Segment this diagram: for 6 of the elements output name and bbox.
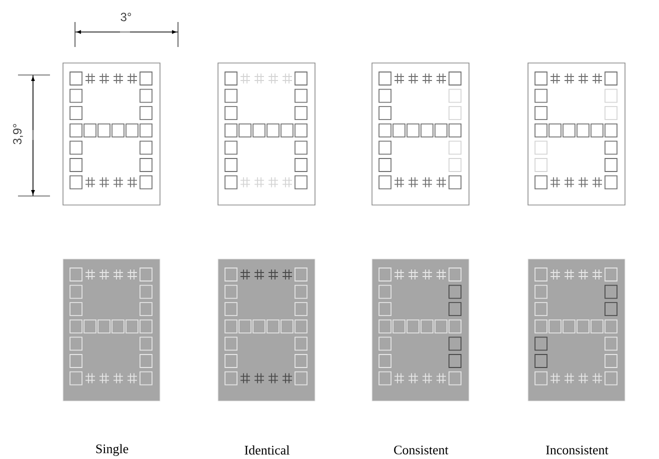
dimension-label: 3,9° <box>13 124 23 144</box>
condition-label: Consistent <box>394 446 448 454</box>
dimension-label: 3° <box>120 12 132 22</box>
condition-label: Inconsistent <box>546 446 608 454</box>
condition-label: Single <box>96 444 128 456</box>
condition-label: Identical <box>244 445 290 455</box>
